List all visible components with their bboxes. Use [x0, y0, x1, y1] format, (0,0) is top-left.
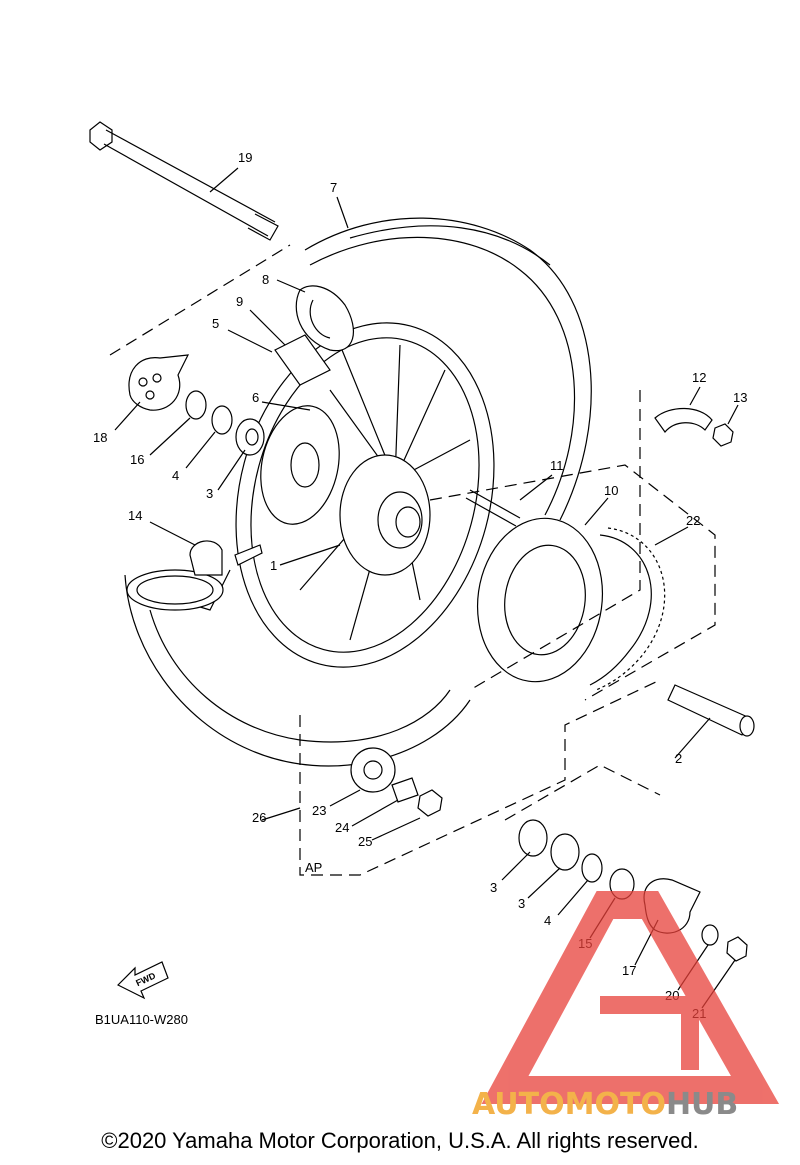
callout-3-right-a: 3 [490, 880, 497, 895]
callout-17: 17 [622, 963, 636, 978]
callout-11: 11 [550, 458, 564, 473]
ap-label: AP [305, 860, 322, 875]
callout-18: 18 [93, 430, 107, 445]
diagram-code: B1UA110-W280 [95, 1012, 188, 1027]
callout-23: 23 [312, 803, 326, 818]
callout-10: 10 [604, 483, 618, 498]
callout-26: 26 [252, 810, 266, 825]
drive-sprocket [350, 747, 443, 817]
rear-sprocket [476, 517, 604, 683]
callout-8: 8 [262, 272, 269, 287]
stud-bolt [465, 489, 521, 527]
callout-5: 5 [212, 316, 219, 331]
callout-2: 2 [675, 751, 682, 766]
callout-1: 1 [270, 558, 277, 573]
brake-disc [260, 405, 340, 525]
callout-25: 25 [358, 834, 372, 849]
copyright-notice: ©2020 Yamaha Motor Corporation, U.S.A. A… [101, 1128, 699, 1153]
callout-4-left: 4 [172, 468, 179, 483]
callout-24: 24 [335, 820, 349, 835]
dashed-assembly-outlines [109, 244, 716, 876]
axle-shaft [89, 121, 279, 241]
automotohub-logo-icon [481, 891, 780, 1104]
callout-19: 19 [238, 150, 252, 165]
callout-12: 12 [692, 370, 706, 385]
right-hub-parts [518, 819, 748, 962]
tube-lower [126, 540, 263, 611]
logo-part-hub: HUB [666, 1087, 738, 1122]
logo-part-moto: MOTO [565, 1087, 666, 1122]
callout-16: 16 [130, 452, 144, 467]
callout-3-left: 3 [206, 486, 213, 501]
hub [339, 454, 431, 576]
callout-6: 6 [252, 390, 259, 405]
callout-7: 7 [330, 180, 337, 195]
callout-14: 14 [128, 508, 142, 523]
chain [589, 527, 666, 691]
left-hub-parts [128, 354, 265, 456]
nut [712, 423, 734, 447]
collar [667, 684, 755, 737]
callout-13: 13 [733, 390, 747, 405]
logo-wordmark: AUTOMOTOHUB [472, 1087, 738, 1122]
tube [295, 285, 354, 352]
logo-part-auto: AUTO [472, 1087, 565, 1122]
callout-9: 9 [236, 294, 243, 309]
callout-4-right: 4 [544, 913, 551, 928]
rim-band [274, 334, 331, 386]
chain-guide-clip [654, 407, 713, 433]
callout-22: 22 [686, 513, 700, 528]
fwd-arrow-icon: FWD [116, 961, 169, 1000]
callout-3-right-b: 3 [518, 896, 525, 911]
